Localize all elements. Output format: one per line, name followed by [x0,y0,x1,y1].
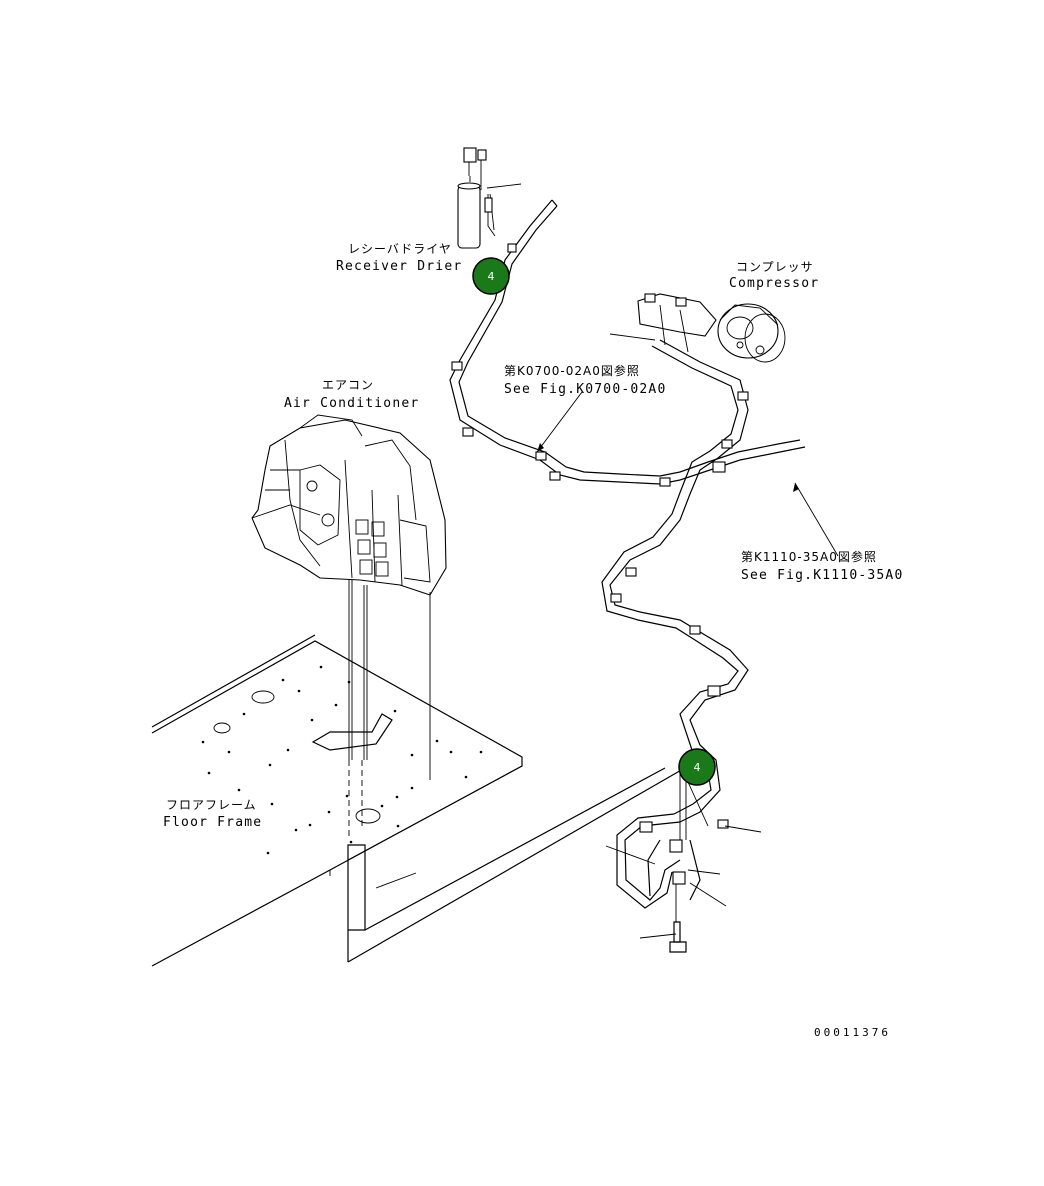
fig-ref-k1110-jp: 第K1110-35A0図参照 [741,549,877,564]
compressor [609,293,786,363]
floor-reference-lines [347,764,691,963]
air-conditioner-unit [251,414,447,840]
refrigerant-hoses [449,199,806,953]
air-conditioner-label-en: Air Conditioner [284,396,419,411]
floor-frame [151,634,523,967]
receiver-drier [457,147,522,249]
receiver-drier-label-en: Receiver Drier [336,259,462,274]
leader-lines [536,391,839,939]
callout-circle[interactable] [678,748,716,786]
callout-badge-upper[interactable]: 4 [472,257,510,295]
callout-number: 4 [694,761,701,774]
air-conditioner-label-jp: エアコン [322,378,374,392]
fig-ref-k0700-en: See Fig.K0700-02A0 [504,382,666,397]
drawing-number: 00011376 [814,1026,891,1039]
fig-ref-k0700-jp: 第K0700-02A0図参照 [504,363,640,378]
floor-frame-label-en: Floor Frame [163,815,262,830]
callout-number: 4 [488,270,495,283]
floor-frame-label-jp: フロアフレーム [166,798,257,812]
compressor-label-en: Compressor [729,276,819,291]
callout-badge-lower[interactable]: 4 [678,748,716,786]
receiver-drier-label-jp: レシーバドライヤ [348,242,452,256]
callout-circle[interactable] [472,257,510,295]
fig-ref-k1110-en: See Fig.K1110-35A0 [741,568,903,583]
compressor-label-jp: コンプレッサ [736,260,814,274]
